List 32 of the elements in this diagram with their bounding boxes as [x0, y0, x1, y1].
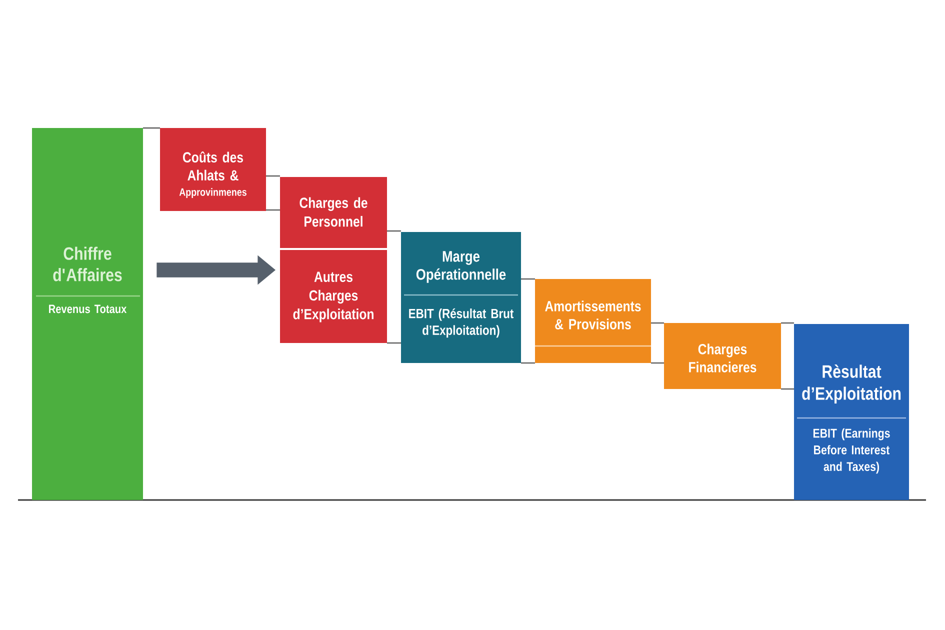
revenue-bar: [32, 128, 143, 500]
connector-line: [266, 175, 280, 177]
heading: Coûts des Ahlats &: [183, 151, 243, 181]
connector-line: [521, 278, 535, 280]
cost-box: [160, 128, 266, 211]
arrow: [156, 255, 276, 285]
cost-box: [664, 323, 781, 389]
connector-line: [521, 362, 535, 364]
heading: Marge Opérationnelle: [416, 251, 506, 283]
heading: Charges de Personnel: [300, 197, 368, 227]
subheading: EBIT (Earnings Before Interest and Taxes): [813, 428, 890, 474]
heading: Amortissements & Provisions: [545, 300, 641, 330]
connector-line: [387, 230, 401, 232]
connector-line: [651, 362, 664, 364]
subheading: EBIT (Résultat Brut d’Exploitation): [409, 308, 514, 338]
connector-line: [781, 388, 794, 390]
heading: Rèsultat d’Exploitation: [802, 364, 901, 404]
heading: Charges Financieres: [689, 344, 756, 372]
connector-line: [143, 127, 160, 129]
subheading: Approvinmenes: [179, 188, 246, 198]
connector-line: [266, 209, 280, 211]
cost-box: [280, 177, 387, 248]
heading: Autres Charges d’Exploitation: [293, 272, 374, 322]
margin-box: [401, 232, 521, 363]
connector-line: [651, 322, 664, 324]
cost-box: [280, 250, 387, 343]
heading: Chiffre d'Affaires: [53, 246, 122, 282]
result-bar: [794, 324, 909, 500]
connector-line: [781, 322, 794, 324]
connector-line: [387, 342, 401, 344]
cost-box: [535, 279, 651, 363]
subheading: Revenus Totaux: [49, 304, 127, 314]
